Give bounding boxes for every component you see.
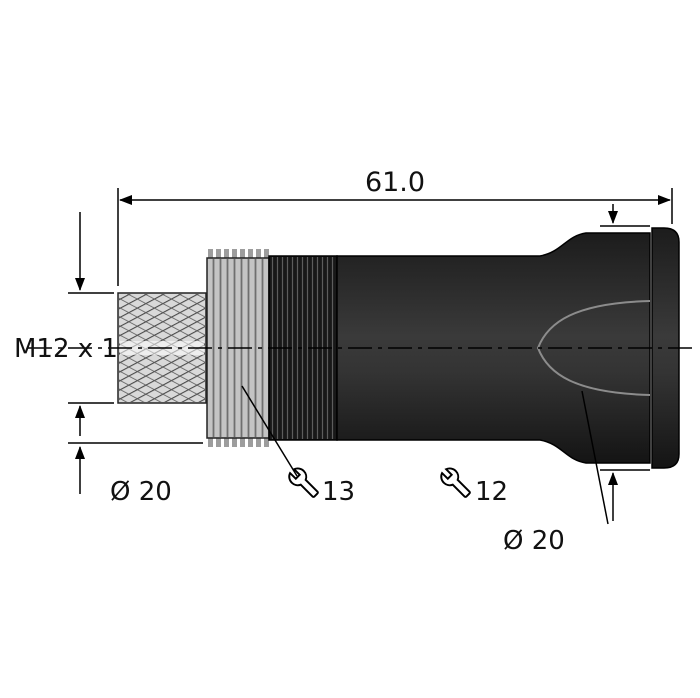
wrench-callout-12: 12 bbox=[440, 467, 508, 507]
wrench-icon bbox=[288, 467, 319, 498]
leader-cone bbox=[581, 390, 609, 525]
housing bbox=[336, 232, 651, 464]
diameter-right-label: Ø 20 bbox=[503, 526, 565, 556]
wrench-size-13-label: 13 bbox=[322, 477, 355, 507]
end-cap bbox=[651, 227, 680, 469]
wrench-size-12-label: 12 bbox=[475, 477, 508, 507]
dimension-diameter-left: Ø 20 bbox=[68, 442, 203, 507]
thread-spec-label: M12 x 1 bbox=[14, 334, 118, 364]
wrench-callout-13: 13 bbox=[288, 467, 355, 507]
leader-wrench-13 bbox=[241, 385, 298, 477]
dimension-diameter-right: Ø 20 bbox=[503, 204, 650, 556]
diameter-left-label: Ø 20 bbox=[110, 477, 172, 507]
dimension-overall-length: 61.0 bbox=[117, 167, 673, 286]
dim-overall-length-label: 61.0 bbox=[365, 167, 425, 198]
wrench-icon bbox=[440, 467, 471, 498]
dimension-thread: M12 x 1 bbox=[14, 212, 118, 436]
